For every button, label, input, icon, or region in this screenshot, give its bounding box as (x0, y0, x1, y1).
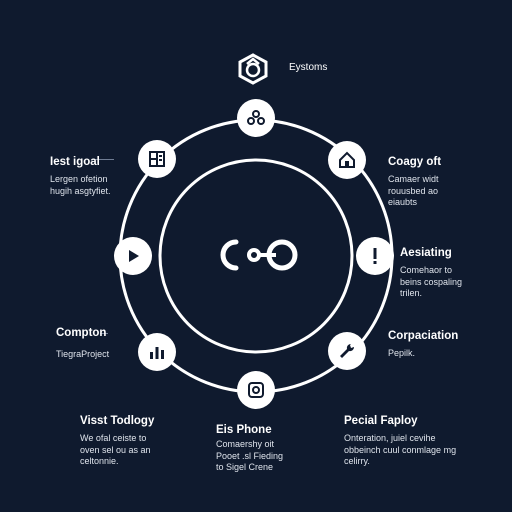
desc-line: Pooet .sl Fieding (216, 450, 284, 461)
label-desc: TiegraProject (56, 349, 109, 360)
desc-line: Comaershy oit (216, 439, 275, 450)
desc-line: to Sigel Crene (216, 461, 274, 472)
node-left[interactable] (114, 237, 152, 275)
node-lower-left[interactable] (138, 333, 176, 371)
label-left-mid: Compton TiegraProject (56, 326, 109, 361)
label-desc: Comehaor to beins cospaling trilen. (400, 265, 462, 299)
label-desc: Camaer widt rouusbed ao eiaubts (388, 174, 441, 208)
people-icon (247, 110, 265, 125)
desc-line: TiegraProject (56, 349, 110, 360)
desc-line: beins cospaling (400, 276, 463, 287)
label-right-top: Coagy oft Camaer widt rouusbed ao eiaubt… (388, 155, 441, 208)
center-logo-icon (220, 239, 298, 271)
top-label: Eystoms (289, 62, 328, 73)
desc-line: celirry. (344, 455, 370, 466)
node-bottom[interactable] (237, 371, 275, 409)
desc-line: eiaubts (388, 196, 418, 207)
label-title: Compton (56, 327, 107, 339)
desc-line: trilen. (400, 287, 423, 298)
wrench-icon (340, 343, 355, 358)
node-upper-right[interactable] (328, 141, 366, 179)
label-desc: Lergen ofetion hugih asgtyfiet. (50, 174, 111, 197)
label-desc: Pepilk. (388, 348, 458, 359)
desc-line: Camaer widt (388, 174, 439, 185)
desc-line: Lergen ofetion (50, 174, 108, 185)
node-lower-right[interactable] (328, 332, 366, 370)
desc-line: Comehaor to (400, 265, 453, 276)
hexagon-house-icon (238, 53, 268, 85)
desc-line: Onteration, juiel cevihe (344, 433, 436, 444)
label-title: Eis Phone (216, 424, 272, 436)
label-title: Aesiating (400, 247, 452, 259)
desc-line: We ofal ceiste to (80, 433, 147, 444)
label-title: Pecial Faploy (344, 415, 418, 427)
tick-left-mid (100, 333, 108, 334)
label-desc: We ofal ceiste to oven sel ou as an celt… (80, 433, 154, 467)
desc-line: celtonnie. (80, 455, 119, 466)
desc-line: Pepilk. (388, 348, 416, 359)
label-title: Coagy oft (388, 156, 442, 168)
desc-line: obbeinch cuul conmlage mg (344, 444, 457, 455)
label-desc: Onteration, juiel cevihe obbeinch cuul c… (344, 433, 456, 467)
label-right-mid: Aesiating Comehaor to beins cospaling tr… (400, 246, 462, 299)
label-left-top: Iest igoal Lergen ofetion hugih asgtyfie… (50, 155, 111, 197)
label-bottom-center: Eis Phone Comaershy oit Pooet .sl Fiedin… (216, 423, 283, 473)
camera-icon (248, 382, 264, 398)
node-right[interactable] (356, 237, 394, 275)
tick-left-top (92, 159, 114, 160)
exclamation-icon (373, 248, 377, 264)
label-right-low: Corpaciation Pepilk. (388, 329, 458, 360)
label-bottom-right: Pecial Faploy Onteration, juiel cevihe o… (344, 414, 456, 467)
desc-line: hugih asgtyfiet. (50, 185, 111, 196)
inner-ring (158, 158, 354, 354)
label-bottom-left: Visst Todlogy We ofal ceiste to oven sel… (80, 414, 154, 467)
node-upper-left[interactable] (138, 140, 176, 178)
label-desc: Comaershy oit Pooet .sl Fieding to Sigel… (216, 439, 283, 473)
node-top[interactable] (237, 99, 275, 137)
label-title: Iest igoal (50, 156, 100, 168)
desc-line: rouusbed ao (388, 185, 439, 196)
label-title: Corpaciation (388, 330, 459, 342)
bar-chart-icon (150, 347, 164, 359)
label-title: Visst Todlogy (80, 415, 155, 427)
panel-icon (149, 151, 165, 167)
desc-line: oven sel ou as an (80, 444, 151, 455)
play-icon (129, 250, 139, 262)
house-icon (339, 151, 355, 168)
